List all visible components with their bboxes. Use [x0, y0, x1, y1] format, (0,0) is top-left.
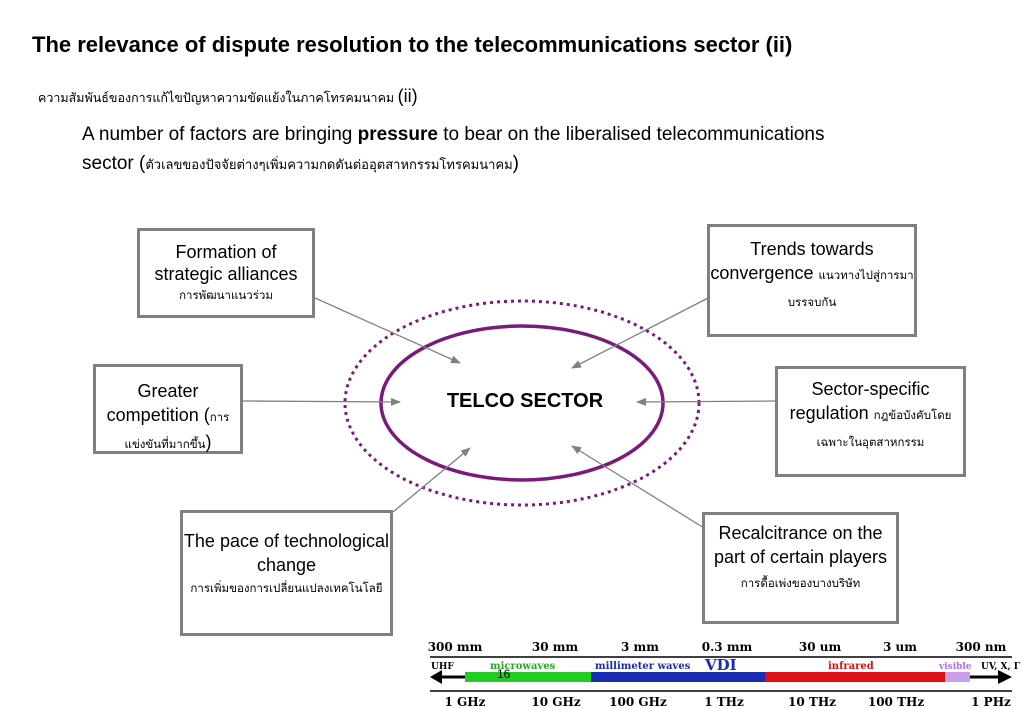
- box-technological-change: The pace of technological change การเพิ่…: [180, 510, 393, 636]
- intro-thai: ตัวเลขของปัจจัยต่างๆเพิ่มความกดดันต่ออุต…: [145, 157, 513, 172]
- band-label-millimeter: millimeter waves: [595, 661, 691, 672]
- subtitle-thai: ความสัมพันธ์ของการแก้ไขปัญหาความขัดแย้งใ…: [38, 91, 395, 105]
- spectrum-arrow-left: [430, 670, 442, 684]
- frequency-label: 1 THz: [704, 695, 744, 708]
- intro-part1: A number of factors are bringing: [82, 124, 358, 145]
- box-greater-competition: Greater competition (การแข่งขันที่มากขึ้…: [93, 364, 243, 454]
- wavelength-label: 3 mm: [621, 640, 659, 654]
- frequency-label: 100 THz: [868, 695, 924, 708]
- wavelength-label: 0.3 mm: [702, 640, 753, 654]
- recalcitrance-text: Recalcitrance on the part of certain pla…: [713, 523, 888, 567]
- band-label-visible: visible: [938, 662, 972, 672]
- inner-solid-ellipse: [379, 324, 665, 482]
- box-recalcitrance: Recalcitrance on the part of certain pla…: [702, 512, 899, 624]
- outer-dotted-ellipse: [343, 299, 701, 507]
- band-label-microwaves: microwaves: [490, 661, 556, 672]
- wavelength-label: 30 mm: [532, 640, 579, 654]
- competition-close: ): [205, 432, 212, 452]
- alliances-text: Formation of strategic alliances: [154, 242, 298, 284]
- wavelength-label: 300 nm: [956, 640, 1007, 654]
- spectrum-arrow-right: [998, 670, 1012, 684]
- band-label-vdi: VDI: [704, 656, 737, 674]
- page-number: 16: [497, 667, 511, 681]
- arrow-pace: [392, 447, 471, 513]
- box-sector-regulation: Sector-specific regulation กฎข้อบังคับโด…: [775, 366, 966, 477]
- competition-text: Greater competition (: [106, 381, 210, 425]
- band-label-uhf: UHF: [431, 662, 454, 672]
- box-convergence: Trends towards convergence แนวทางไปสู่กา…: [707, 224, 917, 337]
- competition-thai: การแข่งขันที่มากขึ้น: [124, 412, 230, 451]
- thai-subtitle: ความสัมพันธ์ของการแก้ไขปัญหาความขัดแย้งใ…: [38, 86, 418, 108]
- page-title: The relevance of dispute resolution to t…: [32, 32, 793, 57]
- arrow-convergence: [571, 296, 711, 369]
- intro-part2: to bear on the liberalised telecommunica…: [82, 124, 825, 174]
- regulation-thai: กฎข้อบังคับโดยเฉพาะในอุตสาหกรรม: [816, 410, 952, 449]
- intro-bold: pressure: [357, 124, 438, 145]
- alliances-thai: การพัฒนาแนวร่วม: [179, 290, 273, 302]
- band-infrared: [765, 672, 945, 682]
- recalcitrance-thai: การดื้อเพ่งของบางบริษัท: [740, 578, 861, 590]
- band-millimeter: [591, 672, 765, 682]
- intro-paragraph: A number of factors are bringing pressur…: [82, 120, 842, 179]
- band-label-uv: UV, X, Γ: [981, 662, 1020, 672]
- arrow-regulation: [636, 397, 778, 406]
- arrow-recalcitrance: [571, 445, 705, 529]
- band-visible: [945, 672, 970, 682]
- intro-close: ): [512, 153, 519, 174]
- frequency-label: 1 PHz: [971, 695, 1011, 708]
- regulation-text: Sector-specific regulation: [789, 379, 930, 423]
- band-label-infrared: infrared: [828, 661, 874, 672]
- box-strategic-alliances: Formation of strategic alliances การพัฒน…: [137, 228, 315, 318]
- band-microwaves: [465, 672, 591, 682]
- convergence-thai: แนวทางไปสู่การมาบรรจบกัน: [787, 270, 914, 309]
- telco-sector-label: TELCO SECTOR: [446, 390, 604, 412]
- wavelength-label: 30 um: [799, 640, 842, 654]
- wavelength-label: 3 um: [883, 640, 917, 654]
- frequency-label: 10 GHz: [531, 695, 580, 708]
- pace-text: The pace of technological change: [183, 531, 390, 575]
- wavelength-label: 300 mm: [428, 640, 483, 654]
- frequency-label: 100 GHz: [609, 695, 667, 708]
- arrow-competition: [241, 397, 401, 406]
- em-spectrum-chart: 300 mm 30 mm 3 mm 0.3 mm 30 um 3 um 300 …: [428, 640, 1020, 708]
- arrow-alliances: [314, 297, 461, 364]
- frequency-label: 10 THz: [788, 695, 836, 708]
- pace-thai: การเพิ่มของการเปลี่ยนแปลงเทคโนโลยี: [190, 583, 383, 595]
- convergence-text: Trends towards convergence: [710, 239, 874, 283]
- frequency-label: 1 GHz: [445, 695, 486, 708]
- subtitle-suffix: (ii): [397, 86, 418, 106]
